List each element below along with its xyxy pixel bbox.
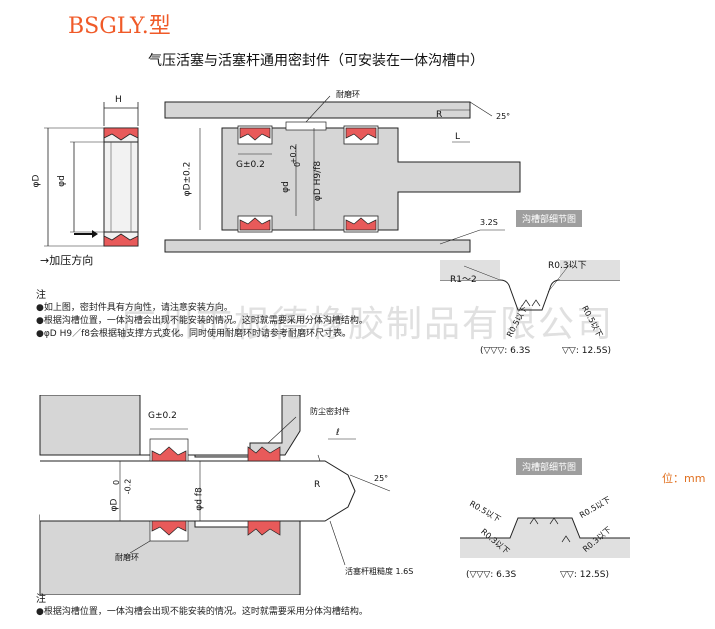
rod-wear-ring-label: 耐磨环 (115, 553, 139, 562)
dim-phid-label: φd (56, 175, 67, 187)
dim-d-tol-label: φd (280, 181, 291, 193)
rod-dim-D-sub: -0.2 (123, 478, 133, 495)
piston-seal-diagram (44, 95, 521, 253)
finish-a-label: (▽▽▽: 6.3S (480, 346, 531, 356)
seal-ring-section (103, 127, 139, 247)
groove-detail-top-drawing (440, 260, 620, 311)
rod-finish-a-label: (▽▽▽: 6.3S (466, 570, 517, 580)
cylinder-housing (164, 101, 521, 253)
note-top-1: ●如上图，密封件具有方向性，请注意安装方向。 (36, 303, 233, 313)
rod-seal-diagram (39, 395, 391, 595)
rod-finish-b-label: ▽▽: 12.5S) (560, 570, 609, 580)
rod-roughness-label: 活塞杆粗糙度 1.6S (345, 567, 414, 576)
dim-d-tol-sub: 0 (293, 161, 303, 168)
rod-dim-D-label: φD (109, 498, 120, 512)
dim-l-label: L (455, 132, 461, 142)
notes-bottom-heading: 注 (36, 594, 46, 605)
r-range-label: R1～2 (450, 275, 477, 285)
press-direction-label: →加压方向 (40, 254, 94, 267)
dust-seal-label: 防尘密封件 (310, 407, 350, 416)
note-top-2: ●根据沟槽位置，一体沟槽会出现不能安装的情况。这时就需要采用分体沟槽结构。 (36, 316, 368, 326)
rod-dim-g-label: G±0.2 (148, 411, 177, 421)
dim-D-tol-label: φD±0.2 (182, 161, 193, 197)
note-bottom-1: ●根据沟槽位置，一体沟槽会出现不能安装的情况。这时就需要采用分体沟槽结构。 (36, 607, 368, 617)
groove-detail-badge: 沟槽部细节图 (516, 210, 583, 227)
dim-phiD-label: φD (31, 174, 42, 188)
groove-detail-bottom-drawing (460, 517, 630, 558)
rod-angle-label: 25° (374, 474, 389, 483)
rod-dim-D-sup: 0 (112, 479, 122, 486)
r03-label: R0.3以下 (548, 261, 587, 271)
groove-detail-bottom-badge: 沟槽部细节图 (516, 458, 583, 475)
dim-r-label: R (436, 110, 443, 120)
notes-top-heading: 注 (36, 290, 46, 301)
wear-ring-label: 耐磨环 (336, 90, 360, 99)
rod-dim-d-fit-label: φd f8 (194, 487, 205, 511)
unit-label: 位：mm (662, 472, 706, 485)
page-subtitle: 气压活塞与活塞杆通用密封件（可安装在一体沟槽中） (148, 53, 484, 69)
dim-D-fit-label: φD H9/f8 (313, 160, 324, 202)
note-top-3: ●φD H9／f8会根据轴支撑方式变化。同时使用耐磨环时请参考耐磨环尺寸表。 (36, 329, 351, 339)
watermark-text: 广州市根德橡胶制品有限公司 (120, 304, 615, 345)
rod-dim-l-label: ℓ (336, 428, 340, 438)
rod-dim-r-label: R (314, 480, 321, 490)
dim-h-label: H (115, 95, 122, 105)
angle-label: 25° (496, 112, 511, 121)
roughness-label: 3.2S (480, 218, 498, 227)
dim-g-label: G±0.2 (236, 160, 265, 170)
page-title: BSGLY.型 (68, 14, 171, 39)
finish-b-label: ▽▽: 12.5S) (562, 346, 611, 356)
